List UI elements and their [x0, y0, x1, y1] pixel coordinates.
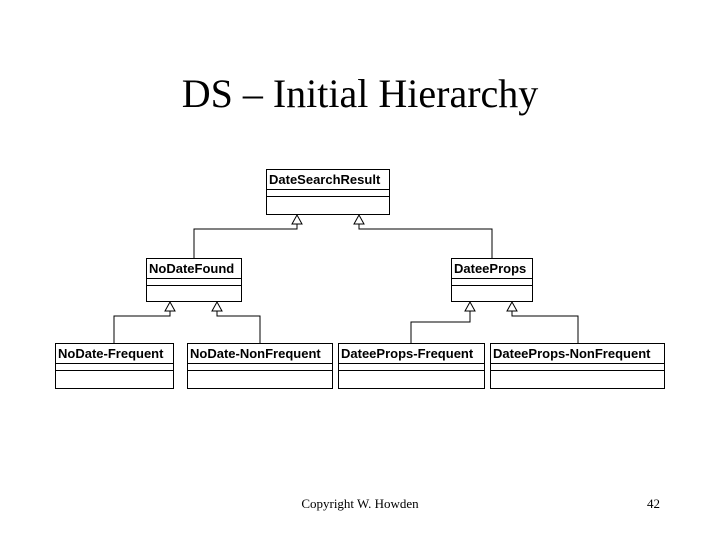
- class-name: DateeProps-NonFrequent: [491, 344, 664, 364]
- class-date-search-result: DateSearchResult: [266, 169, 390, 215]
- class-name: DateeProps-Frequent: [339, 344, 484, 364]
- inheritance-arrow: [211, 300, 223, 312]
- operations-compartment: [452, 286, 532, 293]
- class-name: NoDate-Frequent: [56, 344, 173, 364]
- attributes-compartment: [491, 364, 664, 371]
- class-no-date-found: NoDateFound: [146, 258, 242, 302]
- operations-compartment: [147, 286, 241, 293]
- footer-copyright: Copyright W. Howden: [301, 496, 419, 511]
- operations-compartment: [267, 197, 389, 204]
- attributes-compartment: [56, 364, 173, 371]
- class-name: NoDate-NonFrequent: [188, 344, 332, 364]
- class-name: DateSearchResult: [267, 170, 389, 190]
- operations-compartment: [56, 371, 173, 378]
- class-no-date-nonfrequent: NoDate-NonFrequent: [187, 343, 333, 389]
- attributes-compartment: [147, 279, 241, 286]
- inheritance-arrow: [164, 300, 176, 312]
- class-datee-props-frequent: DateeProps-Frequent: [338, 343, 485, 389]
- page-number: 42: [647, 496, 660, 511]
- class-datee-props: DateeProps: [451, 258, 533, 302]
- inheritance-arrow: [464, 300, 476, 312]
- class-no-date-frequent: NoDate-Frequent: [55, 343, 174, 389]
- attributes-compartment: [188, 364, 332, 371]
- inheritance-arrow: [506, 300, 518, 312]
- class-name: NoDateFound: [147, 259, 241, 279]
- inheritance-arrow: [353, 213, 365, 225]
- class-datee-props-nonfrequent: DateeProps-NonFrequent: [490, 343, 665, 389]
- inheritance-arrow: [291, 213, 303, 225]
- attributes-compartment: [339, 364, 484, 371]
- attributes-compartment: [267, 190, 389, 197]
- operations-compartment: [491, 371, 664, 378]
- slide-title: DS – Initial Hierarchy: [181, 71, 539, 116]
- class-name: DateeProps: [452, 259, 532, 279]
- operations-compartment: [188, 371, 332, 378]
- operations-compartment: [339, 371, 484, 378]
- attributes-compartment: [452, 279, 532, 286]
